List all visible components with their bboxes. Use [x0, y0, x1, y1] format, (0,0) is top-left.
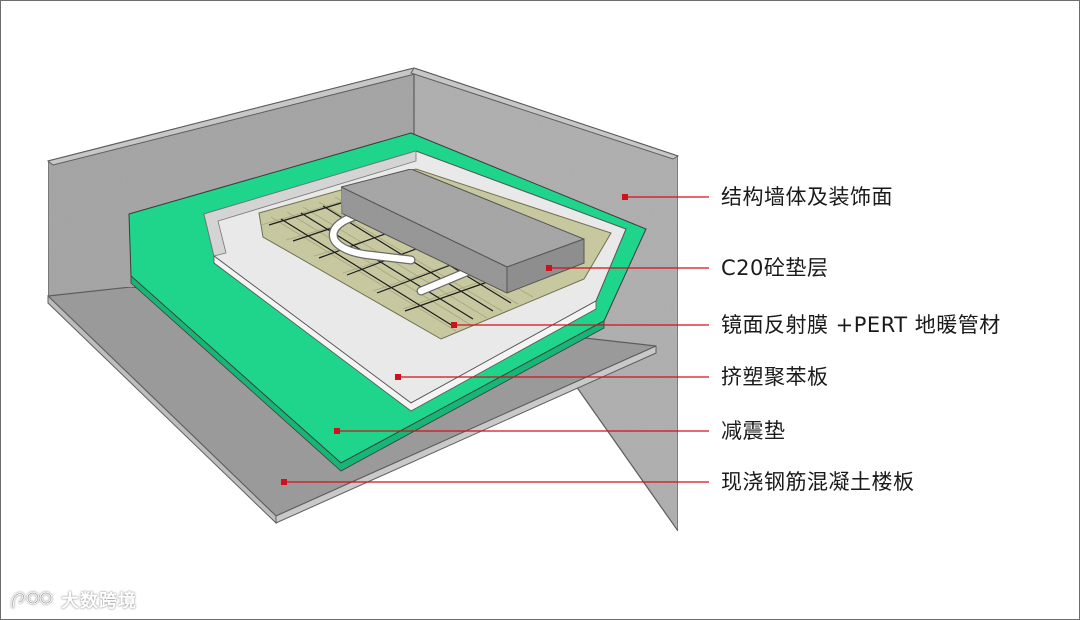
- marker-screed: [546, 265, 552, 271]
- label-xps: 挤塑聚苯板: [721, 364, 829, 390]
- label-wall: 结构墙体及装饰面: [721, 184, 893, 210]
- label-screed: C20砼垫层: [721, 255, 828, 281]
- label-damping: 减震垫: [721, 418, 786, 444]
- marker-film: [451, 322, 457, 328]
- marker-slab: [281, 479, 287, 485]
- watermark: 大数跨境: [9, 585, 137, 615]
- label-film-pipe: 镜面反射膜 +PERT 地暖管材: [721, 312, 1001, 338]
- marker-damping: [334, 428, 340, 434]
- marker-wall: [622, 194, 628, 200]
- marker-xps: [395, 374, 401, 380]
- watermark-text: 大数跨境: [61, 587, 137, 613]
- label-slab: 现浇钢筋混凝土楼板: [721, 469, 915, 495]
- logo-icon: [9, 588, 57, 612]
